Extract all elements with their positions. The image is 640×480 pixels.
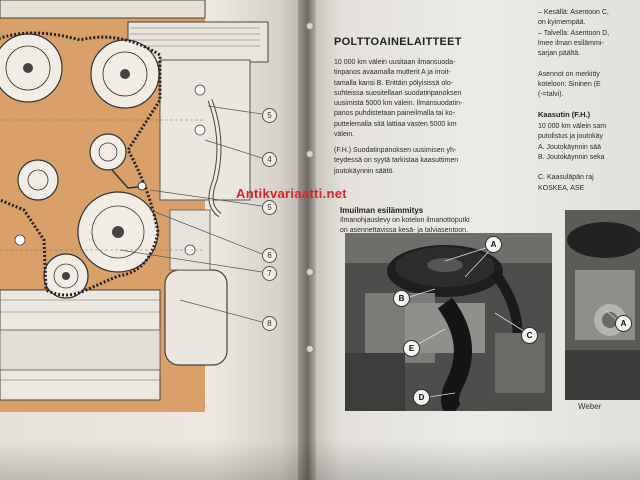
- diagram-callout-7: 7: [262, 266, 277, 281]
- binding-ring: [306, 268, 314, 276]
- column2-seasonal-text: – Kesällä: Asentoon C, on kyimempää. – T…: [538, 9, 610, 99]
- photo-label-c: C: [521, 327, 538, 344]
- photo-label-a: A: [485, 236, 502, 253]
- binding-ring: [306, 345, 314, 353]
- section-heading: POLTTOAINELAITTEET: [334, 36, 462, 48]
- diagram-callout-8: 8: [262, 316, 277, 331]
- book-spine: [298, 0, 320, 480]
- diagram-callout-5b: 5: [262, 200, 277, 215]
- carburettor-heading: Kaasutin (F.H.): [538, 110, 591, 119]
- air-filter-paragraph: 10 000 km välein uusitaan ilmansuoda- ti…: [334, 59, 463, 139]
- watermark-text: Antikvariaatti.net: [236, 186, 347, 201]
- diagram-callout-4: 4: [262, 152, 277, 167]
- left-page: 5 4 5 6 7 8: [0, 0, 305, 480]
- binding-ring: [306, 150, 314, 158]
- weber-photo-art: [565, 210, 640, 400]
- weber-carburettor-photo: A: [565, 210, 640, 400]
- weber-caption: Weber: [578, 402, 602, 411]
- binding-ring: [306, 22, 314, 30]
- idle-check-paragraph: (F.H.) Suodatinpanoksen uusimisen yh- te…: [334, 147, 459, 175]
- diagram-callout-6: 6: [262, 248, 277, 263]
- photo-label-b: B: [393, 290, 410, 307]
- engine-bay-photo-art: [345, 233, 552, 411]
- column2-carburettor-text: 10 000 km välein sam putolistus ja jouto…: [538, 123, 607, 192]
- photo-label-e: E: [403, 340, 420, 357]
- engine-bay-photo: A B C D E: [345, 233, 552, 411]
- intake-preheat-heading: Imuilman esilämmitys: [340, 206, 424, 215]
- intake-preheat-paragraph: Ilmanohjauslevy on kotelon ilmanottoputk…: [340, 217, 470, 235]
- weber-photo-label-a: A: [615, 315, 632, 332]
- photo-label-d: D: [413, 389, 430, 406]
- diagram-callout-5: 5: [262, 108, 277, 123]
- engine-diagram: [0, 0, 269, 401]
